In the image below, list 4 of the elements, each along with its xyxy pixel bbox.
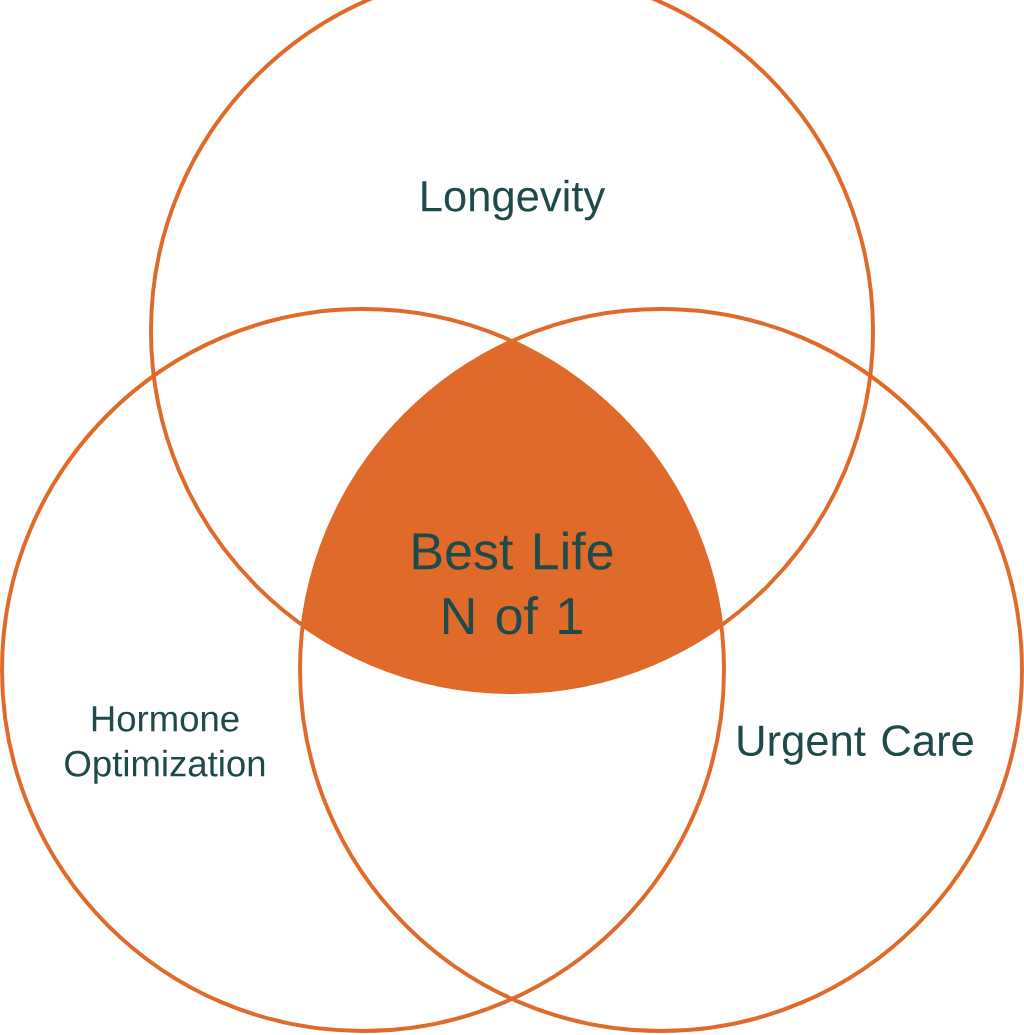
region-label: Hormone Optimization	[65, 706, 265, 784]
region-label: Urgent Care	[738, 725, 973, 765]
region-label: Best Life N of 1	[413, 531, 613, 635]
region-label: Longevity	[422, 179, 606, 221]
